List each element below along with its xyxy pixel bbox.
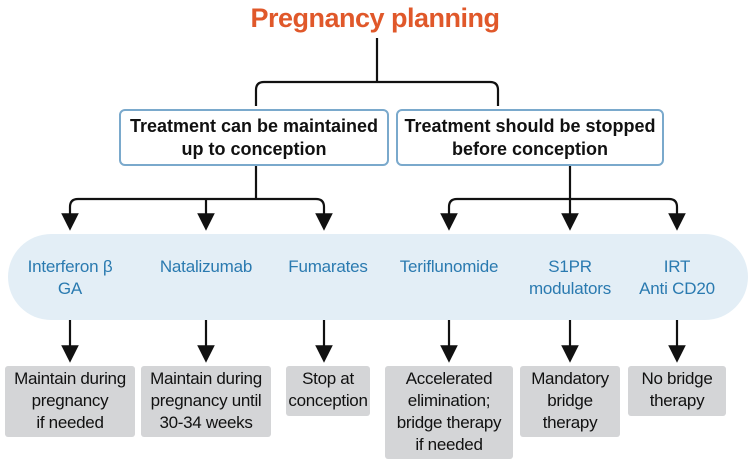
drug-teriflunomide: Teriflunomide — [399, 257, 499, 276]
outcome-fumarates: Stop at conception — [286, 366, 370, 416]
outcome-irt-anti-cd20: No bridge therapy — [628, 366, 726, 416]
drug-band — [8, 234, 748, 320]
right-category-branch — [447, 197, 679, 222]
left-category-branch — [68, 197, 326, 222]
drug-fumarates: Fumarates — [288, 257, 368, 276]
outcome-natalizumab: Maintain during pregnancy until 30-34 we… — [141, 366, 271, 437]
outcome-s1pr-modulators: Mandatory bridge therapy — [520, 366, 620, 437]
drug-interferon-ga: Interferon β GA — [27, 257, 113, 298]
drug-irt-anti-cd20: IRT Anti CD20 — [639, 257, 715, 298]
outcome-teriflunomide: Accelerated elimination; bridge therapy … — [385, 366, 513, 459]
outcome-interferon-ga: Maintain during pregnancy if needed — [5, 366, 135, 437]
drug-natalizumab: Natalizumab — [159, 257, 253, 276]
category-stopped: Treatment should be stopped before conce… — [396, 109, 664, 166]
drug-s1pr-modulators: S1PR modulators — [528, 257, 612, 298]
title-branch — [254, 80, 500, 106]
page-title: Pregnancy planning — [250, 3, 500, 33]
category-maintained: Treatment can be maintained up to concep… — [119, 109, 389, 166]
